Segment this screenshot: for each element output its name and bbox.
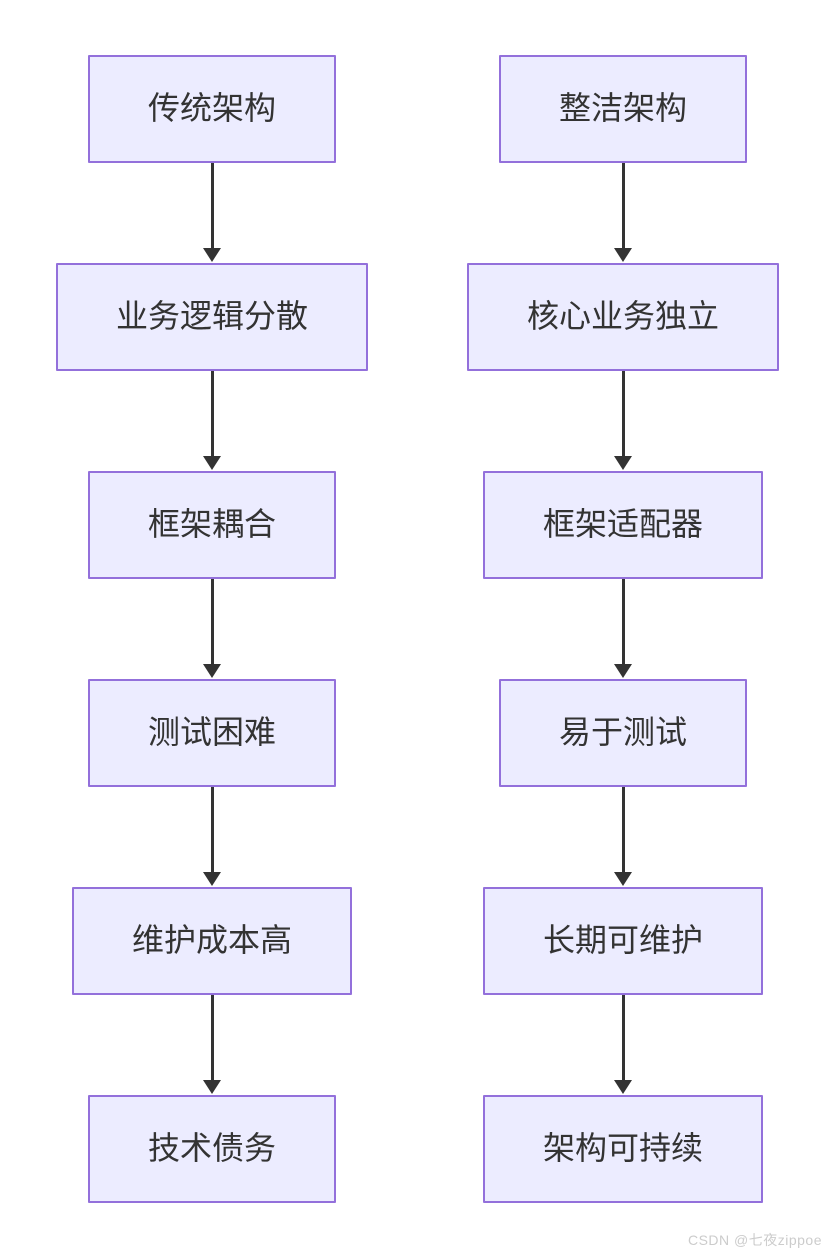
arrow-line <box>621 995 625 1081</box>
arrow-head <box>203 248 221 262</box>
arrow-line <box>621 787 625 873</box>
node-framework-adapter: 框架适配器 <box>482 471 763 579</box>
arrow-line <box>210 371 214 457</box>
arrow-head <box>203 664 221 678</box>
arrow-line <box>210 579 214 665</box>
flow-arrow-down-icon <box>203 371 221 471</box>
arrow-line <box>210 995 214 1081</box>
node-label: 业务逻辑分散 <box>115 298 308 335</box>
arrow-head <box>614 248 632 262</box>
arrow-head <box>614 1080 632 1094</box>
flow-arrow-down-icon <box>614 579 632 679</box>
node-business-logic-scattered: 业务逻辑分散 <box>55 263 368 371</box>
arrow-head <box>203 456 221 470</box>
node-label: 易于测试 <box>558 714 687 751</box>
node-high-maintenance-cost: 维护成本高 <box>71 887 352 995</box>
flow-arrow-down-icon <box>203 579 221 679</box>
flow-arrow-down-icon <box>203 787 221 887</box>
node-label: 核心业务独立 <box>526 298 719 335</box>
arrow-line <box>621 579 625 665</box>
node-clean-arch: 整洁架构 <box>498 55 747 163</box>
node-easy-testing: 易于测试 <box>498 679 747 787</box>
arrow-head <box>614 456 632 470</box>
node-core-business-independent: 核心业务独立 <box>466 263 779 371</box>
node-label: 架构可持续 <box>542 1130 703 1167</box>
column-clean-architecture: 整洁架构 核心业务独立 框架适配器 易于测试 长期可维护 <box>411 55 835 1203</box>
node-label: 框架适配器 <box>542 506 703 543</box>
flow-arrow-down-icon <box>203 995 221 1095</box>
node-sustainable-architecture: 架构可持续 <box>482 1095 763 1203</box>
node-long-term-maintainable: 长期可维护 <box>482 887 763 995</box>
arrow-line <box>621 163 625 249</box>
arrow-head <box>614 872 632 886</box>
csdn-watermark: CSDN @七夜zippoe <box>687 1232 822 1248</box>
node-label: 维护成本高 <box>131 922 292 959</box>
flow-arrow-down-icon <box>614 371 632 471</box>
node-label: 整洁架构 <box>558 90 687 127</box>
node-label: 框架耦合 <box>147 506 276 543</box>
arrow-line <box>210 787 214 873</box>
flow-arrow-down-icon <box>614 995 632 1095</box>
column-traditional-architecture: 传统架构 业务逻辑分散 框架耦合 测试困难 维护成本高 <box>0 55 424 1203</box>
node-label: 传统架构 <box>147 90 276 127</box>
arrow-head <box>614 664 632 678</box>
node-framework-coupling: 框架耦合 <box>87 471 336 579</box>
node-tech-debt: 技术债务 <box>87 1095 336 1203</box>
node-testing-difficult: 测试困难 <box>87 679 336 787</box>
flow-arrow-down-icon <box>203 163 221 263</box>
flow-arrow-down-icon <box>614 163 632 263</box>
arrow-line <box>621 371 625 457</box>
node-label: 测试困难 <box>147 714 276 751</box>
arrow-head <box>203 872 221 886</box>
arrow-head <box>203 1080 221 1094</box>
arrow-line <box>210 163 214 249</box>
node-traditional-arch: 传统架构 <box>87 55 336 163</box>
node-label: 技术债务 <box>147 1130 276 1167</box>
flow-arrow-down-icon <box>614 787 632 887</box>
node-label: 长期可维护 <box>542 922 703 959</box>
